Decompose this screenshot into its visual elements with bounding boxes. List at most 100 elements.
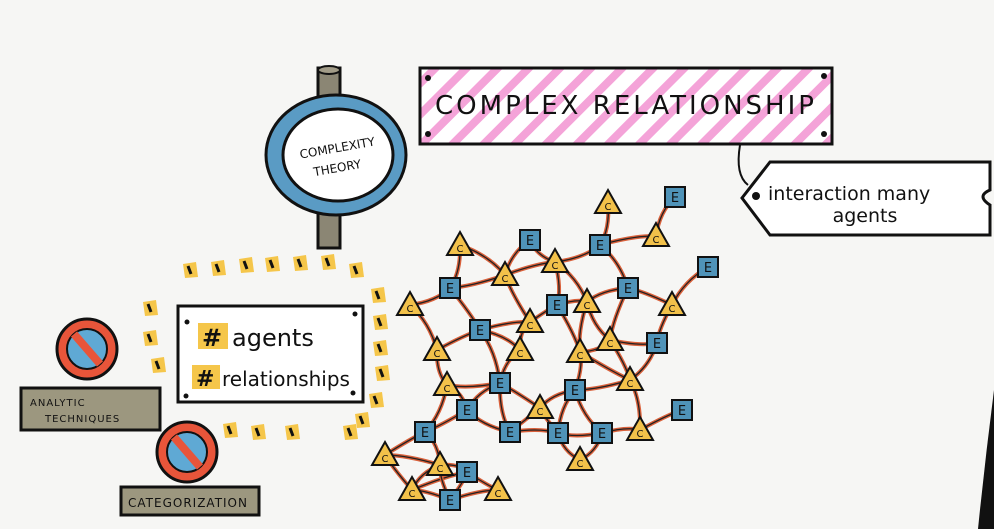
node-label: E: [496, 377, 504, 392]
analytic-label-line2: TECHNIQUES: [44, 414, 120, 425]
hash-icon: #: [196, 367, 214, 392]
complex-node: C: [595, 324, 625, 351]
complex-node: C: [505, 334, 535, 361]
node-label: C: [584, 301, 591, 312]
node-label: C: [502, 274, 509, 285]
banner-title: COMPLEX RELATIONSHIP: [435, 91, 817, 121]
ray-mark: [321, 254, 336, 270]
ray-mark: [293, 255, 308, 271]
node-label: E: [624, 282, 632, 297]
ray-mark: [375, 365, 390, 381]
node-label: E: [653, 337, 661, 352]
tag-string: [737, 144, 749, 186]
node-label: C: [607, 339, 614, 350]
node-label: C: [382, 454, 389, 465]
node-label: C: [577, 459, 584, 470]
node-label: C: [637, 429, 644, 440]
ray-mark: [355, 412, 370, 428]
node-label: C: [577, 351, 584, 362]
complex-node: C: [565, 336, 595, 363]
ray-mark: [369, 392, 384, 408]
node-label: C: [537, 407, 544, 418]
entity-node: E: [547, 422, 569, 444]
complex-node: C: [422, 334, 452, 361]
entity-node: E: [671, 399, 693, 421]
node-label: C: [437, 464, 444, 475]
board-line1: agents: [232, 324, 314, 352]
node-label: E: [526, 234, 534, 249]
entity-node: E: [456, 461, 478, 483]
complex-node: C: [445, 229, 475, 256]
complex-node: C: [657, 289, 687, 316]
complex-node: C: [572, 286, 602, 313]
complex-node: C: [370, 439, 400, 466]
node-label: E: [678, 404, 686, 419]
entity-node: E: [469, 319, 491, 341]
entity-node: E: [564, 379, 586, 401]
node-label: C: [444, 384, 451, 395]
node-label: E: [476, 324, 484, 339]
complex-node: C: [490, 259, 520, 286]
ray-mark: [265, 256, 280, 272]
complexity-theory-sign: COMPLEXITY THEORY: [264, 93, 408, 217]
ray-mark: [373, 314, 388, 330]
complex-node: C: [425, 449, 455, 476]
entity-node: E: [697, 256, 719, 278]
entity-node: E: [546, 294, 568, 316]
node-label: E: [553, 299, 561, 314]
complex-node: C: [395, 289, 425, 316]
node-label: C: [495, 489, 502, 500]
complex-node: C: [397, 474, 427, 501]
highlight-rays: [143, 254, 390, 440]
ray-mark: [183, 262, 198, 278]
node-label: C: [527, 321, 534, 332]
node-label: E: [463, 466, 471, 481]
node-label: E: [421, 426, 429, 441]
node-label: E: [571, 384, 579, 399]
blocked-categorization: CATEGORIZATION: [119, 420, 261, 517]
ray-mark: [251, 424, 266, 440]
complex-node: C: [525, 392, 555, 419]
complex-node: C: [625, 414, 655, 441]
entity-node: E: [589, 234, 611, 256]
tag-line2: agents: [833, 205, 898, 227]
node-label: C: [552, 261, 559, 272]
ray-mark: [343, 424, 358, 440]
post-top: [317, 65, 341, 75]
ray-mark: [143, 330, 158, 346]
interaction-tag: interaction many agents: [740, 160, 992, 237]
ray-mark: [211, 260, 226, 276]
node-label: E: [596, 239, 604, 254]
node-label: C: [653, 235, 660, 246]
entity-node: E: [664, 186, 686, 208]
entity-node: E: [489, 372, 511, 394]
node-label: C: [409, 489, 416, 500]
node-label: E: [446, 494, 454, 509]
analytic-label-line1: ANALYTIC: [30, 398, 86, 409]
board-line2: relationships: [222, 367, 350, 391]
complex-node: C: [540, 246, 570, 273]
entity-node: E: [414, 421, 436, 443]
ray-mark: [371, 287, 386, 303]
ray-mark: [239, 257, 254, 273]
complex-node: C: [483, 474, 513, 501]
complex-node: C: [641, 220, 671, 247]
entity-node: E: [519, 229, 541, 251]
node-label: C: [605, 202, 612, 213]
complex-node: C: [593, 187, 623, 214]
node-label: C: [434, 349, 441, 360]
node-label: C: [517, 349, 524, 360]
categorization-label: CATEGORIZATION: [128, 496, 248, 510]
node-label: E: [704, 261, 712, 276]
entity-node: E: [646, 332, 668, 354]
tag-line1: interaction many: [768, 183, 930, 205]
entity-node: E: [456, 399, 478, 421]
ray-mark: [285, 424, 300, 440]
entity-node: E: [499, 421, 521, 443]
edge-shadow: [978, 390, 994, 529]
agents-relationships-board: # agents # relationships: [176, 304, 365, 404]
blocked-analytic-techniques: ANALYTIC TECHNIQUES: [19, 317, 162, 432]
ray-mark: [143, 300, 158, 316]
